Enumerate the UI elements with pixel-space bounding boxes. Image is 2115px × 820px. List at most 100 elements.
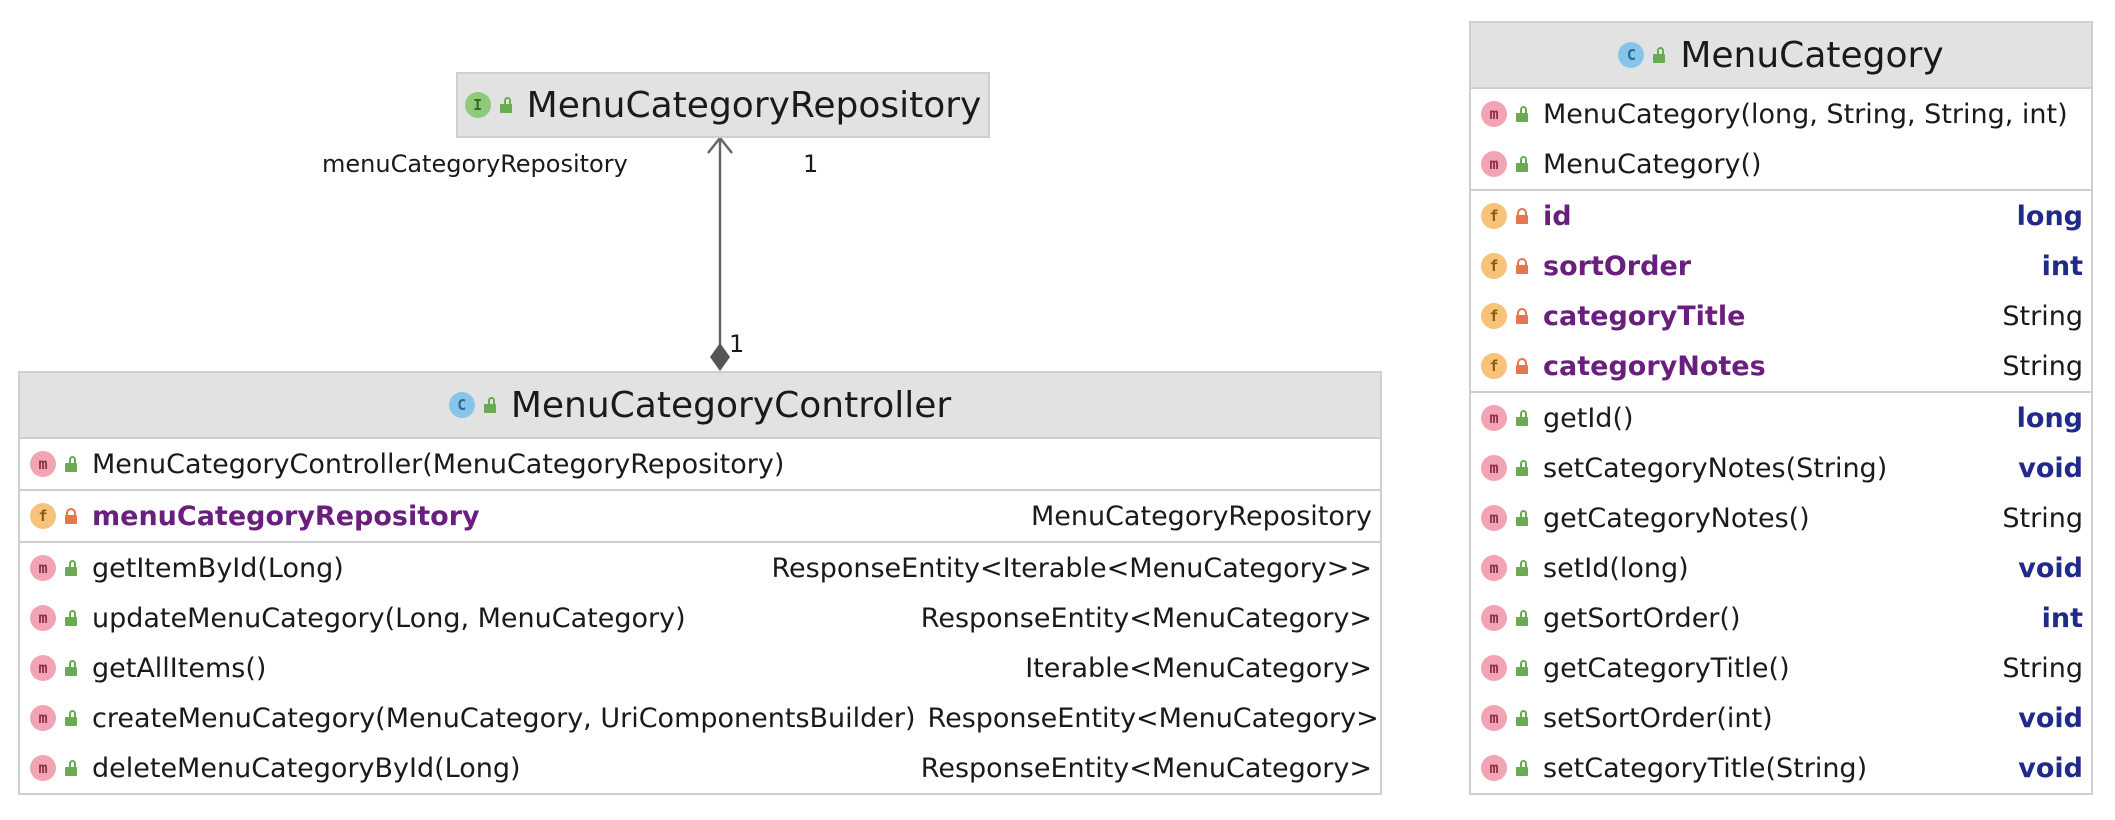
navigability-arrowhead: [707, 135, 733, 154]
method-signature: deleteMenuCategoryById(Long): [92, 752, 521, 784]
method-signature: getSortOrder(): [1543, 602, 1741, 634]
public-visibility-icon: [1515, 460, 1529, 476]
method-row[interactable]: m setSortOrder(int) void: [1471, 693, 2091, 743]
field-type: MenuCategoryRepository: [1030, 500, 1372, 532]
method-signature: getAllItems(): [92, 652, 267, 684]
role-label: menuCategoryRepository: [322, 150, 628, 178]
return-type: ResponseEntity<MenuCategory>: [920, 602, 1372, 634]
public-visibility-icon: [1652, 47, 1666, 63]
return-type: void: [2018, 702, 2083, 734]
field-row[interactable]: f menuCategoryRepository MenuCategoryRep…: [20, 491, 1380, 541]
method-icon: m: [1481, 755, 1507, 781]
public-visibility-icon: [64, 760, 78, 776]
public-visibility-icon: [1515, 410, 1529, 426]
method-signature: getId(): [1543, 402, 1634, 434]
method-icon: m: [30, 705, 56, 731]
return-type: ResponseEntity<Iterable<MenuCategory>>: [771, 552, 1372, 584]
method-icon: m: [1481, 405, 1507, 431]
public-visibility-icon: [64, 610, 78, 626]
method-row[interactable]: m getCategoryTitle() String: [1471, 643, 2091, 693]
public-visibility-icon: [64, 660, 78, 676]
node-title: MenuCategoryController: [510, 384, 952, 426]
public-visibility-icon: [64, 456, 78, 472]
method-icon: m: [30, 755, 56, 781]
return-type: int: [2041, 602, 2083, 634]
public-visibility-icon: [483, 397, 497, 413]
field-row[interactable]: f sortOrder int: [1471, 241, 2091, 291]
method-signature: setId(long): [1543, 552, 1689, 584]
method-icon: m: [30, 555, 56, 581]
constructors-section: m MenuCategoryController(MenuCategoryRep…: [20, 439, 1380, 491]
source-multiplicity: 1: [729, 330, 745, 358]
return-type: ResponseEntity<MenuCategory>: [927, 702, 1379, 734]
private-visibility-icon: [1515, 308, 1529, 324]
field-icon: f: [1481, 353, 1507, 379]
class-node-menucategorycontroller[interactable]: C MenuCategoryController m MenuCategoryC…: [18, 371, 1382, 795]
node-header: C MenuCategoryController: [20, 373, 1380, 439]
public-visibility-icon: [1515, 610, 1529, 626]
method-signature: setCategoryTitle(String): [1543, 752, 1868, 784]
private-visibility-icon: [64, 508, 78, 524]
composition-diamond: [710, 343, 730, 371]
return-type: ResponseEntity<MenuCategory>: [920, 752, 1372, 784]
method-row[interactable]: m deleteMenuCategoryById(Long) ResponseEnt…: [20, 743, 1380, 793]
field-icon: f: [1481, 253, 1507, 279]
field-row[interactable]: f categoryNotes String: [1471, 341, 2091, 391]
public-visibility-icon: [1515, 660, 1529, 676]
fields-section: f menuCategoryRepository MenuCategoryRep…: [20, 491, 1380, 543]
private-visibility-icon: [1515, 358, 1529, 374]
method-signature: setSortOrder(int): [1543, 702, 1773, 734]
constructor-signature: MenuCategory(): [1543, 148, 1762, 180]
field-icon: f: [30, 503, 56, 529]
method-icon: m: [1481, 655, 1507, 681]
constructor-row[interactable]: m MenuCategoryController(MenuCategoryRep…: [20, 439, 1380, 489]
method-signature: getCategoryTitle(): [1543, 652, 1790, 684]
field-type: int: [2041, 250, 2083, 282]
public-visibility-icon: [1515, 560, 1529, 576]
interface-node-menucategoryrepository[interactable]: I MenuCategoryRepository: [456, 72, 990, 138]
interface-icon: I: [464, 92, 491, 118]
public-visibility-icon: [64, 710, 78, 726]
field-type: String: [2002, 350, 2083, 382]
method-icon: m: [1481, 455, 1507, 481]
method-icon: m: [1481, 705, 1507, 731]
return-type: String: [2002, 652, 2083, 684]
field-icon: f: [1481, 203, 1507, 229]
field-name: menuCategoryRepository: [92, 500, 480, 532]
field-name: sortOrder: [1543, 250, 1692, 282]
field-type: long: [2016, 200, 2083, 232]
method-row[interactable]: m createMenuCategory(MenuCategory, UriCom…: [20, 693, 1380, 743]
method-signature: updateMenuCategory(Long, MenuCategory): [92, 602, 686, 634]
method-icon: m: [1481, 151, 1507, 177]
return-type: void: [2018, 452, 2083, 484]
constructor-row[interactable]: m MenuCategory(): [1471, 139, 2091, 189]
public-visibility-icon: [64, 560, 78, 576]
method-icon: m: [1481, 101, 1507, 127]
method-signature: createMenuCategory(MenuCategory, UriComp…: [92, 702, 916, 734]
field-name: categoryNotes: [1543, 350, 1766, 382]
public-visibility-icon: [1515, 710, 1529, 726]
node-header: I MenuCategoryRepository: [458, 74, 988, 136]
target-multiplicity: 1: [803, 150, 819, 178]
class-icon: C: [448, 392, 475, 418]
public-visibility-icon: [1515, 510, 1529, 526]
public-visibility-icon: [1515, 106, 1529, 122]
class-icon: C: [1618, 42, 1645, 68]
public-visibility-icon: [1515, 156, 1529, 172]
